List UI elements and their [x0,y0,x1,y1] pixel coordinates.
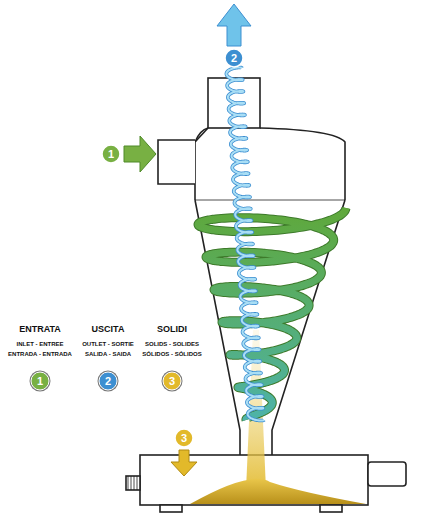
legend-title: USCITA [92,325,125,335]
vortex-spirals [198,67,346,420]
callout-circle [102,145,120,163]
callout-number: 1 [37,375,43,387]
legend-note: SOLIDS - SOLIDES [145,341,199,348]
callout-number: 3 [169,375,175,387]
cyclone-body [126,78,406,512]
callout-number: 2 [105,375,111,387]
legend-note: INLET - ENTREE [16,341,63,348]
legend-title: SOLIDI [157,325,187,335]
callout-circle [225,49,243,67]
callout-number: 2 [231,52,237,64]
callout-number: 3 [181,432,187,444]
inlet-vortex [198,208,346,420]
callout-number: 1 [108,148,114,160]
outlet-vortex-outline [226,67,264,420]
solids-pile [190,479,366,504]
solids-arrow [171,450,197,476]
inlet-arrow [124,136,156,172]
legend-note: OUTLET - SORTIE [82,341,134,348]
callout-circle [175,429,193,447]
legend-note: ENTRADA - ENTRADA [8,351,72,358]
legend-note: SÓLIDOS - SÓLIDOS [142,351,201,358]
outlet-arrow [217,4,251,46]
inlet-vortex-outline [198,208,346,420]
legend-note: SALIDA - SAIDA [85,351,131,358]
legend-title: ENTRATA [19,325,61,335]
outlet-vortex [226,67,264,420]
